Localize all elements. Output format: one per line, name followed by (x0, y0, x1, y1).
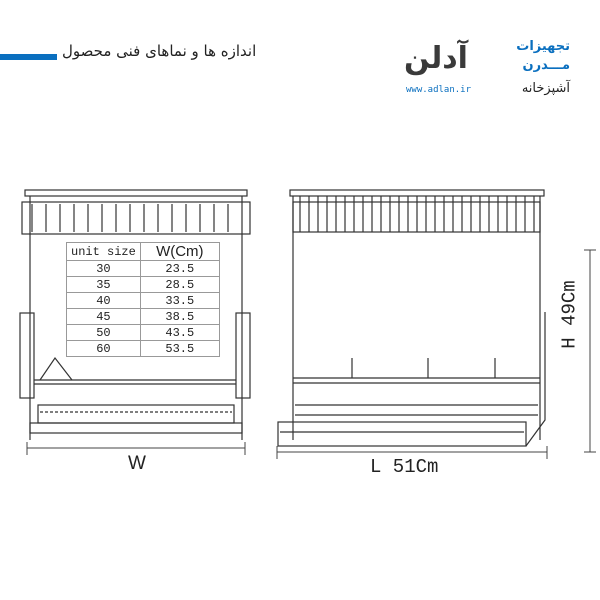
side-view-drawing (277, 189, 546, 447)
column-header-width: W(Cm) (139, 242, 220, 261)
logo-line-1: تجهیزات (516, 39, 570, 54)
unit-size-cell: 30 (66, 260, 141, 277)
table-header-row: unit size W(Cm) (66, 242, 220, 261)
brand-logo[interactable]: آدلن تجهیزات مـــدرن آشپزخانه www.adlan.… (404, 38, 584, 104)
unit-size-cell: 45 (66, 308, 141, 325)
width-dimension-label: W (128, 453, 146, 474)
logo-line-3: آشپزخانه (521, 81, 570, 96)
width-cell: 43.5 (139, 324, 220, 341)
unit-size-cell: 50 (66, 324, 141, 341)
front-view-drawing (19, 189, 251, 440)
width-cell: 53.5 (139, 340, 220, 357)
logo-line-2: مـــدرن (522, 58, 570, 73)
unit-size-cell: 60 (66, 340, 141, 357)
logo-mark: آدلن (404, 41, 470, 76)
page-title: اندازه ها و نماهای فنی محصول (62, 42, 257, 60)
width-cell: 33.5 (139, 292, 220, 309)
length-dimension-label: L 51Cm (370, 456, 439, 478)
column-header-unit-size: unit size (66, 242, 141, 261)
unit-size-cell: 40 (66, 292, 141, 309)
width-cell: 38.5 (139, 308, 220, 325)
width-cell: 28.5 (139, 276, 220, 293)
width-cell: 23.5 (139, 260, 220, 277)
dimension-lines (26, 249, 596, 459)
logo-url: www.adlan.ir (406, 85, 472, 95)
header-accent-bar (0, 54, 57, 60)
unit-size-cell: 35 (66, 276, 141, 293)
height-dimension-label: H 49Cm (558, 280, 581, 349)
